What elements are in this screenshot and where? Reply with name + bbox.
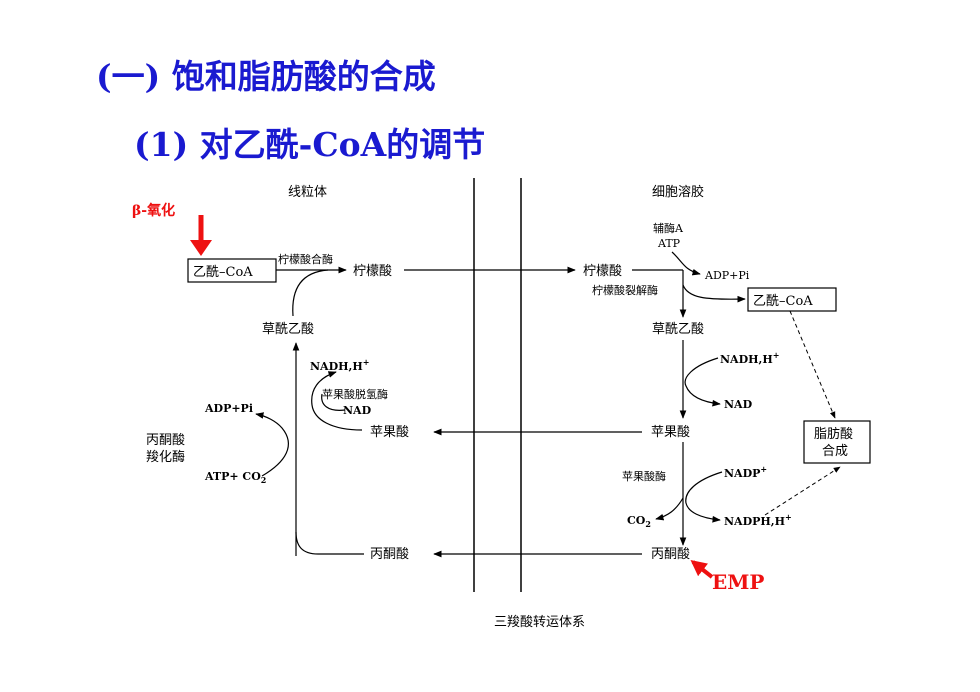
diagram-caption: 三羧酸转运体系 [494, 614, 585, 630]
citrate-left: 柠檬酸 [353, 264, 392, 279]
beta-oxidation-arrowhead [190, 240, 212, 256]
emp-arrow [690, 560, 714, 579]
beta-oxidation-label: β-氧化 [132, 202, 175, 219]
citrate-right: 柠檬酸 [583, 264, 622, 279]
malate-dehydrogenase-label: 苹果酸脱氢酶 [322, 387, 388, 401]
atp-to-adp-curve [671, 251, 701, 276]
co2-release-curve [655, 497, 684, 521]
fatty-acid-synthesis-line1: 脂肪酸 [814, 426, 853, 442]
adp-pi-left: ADP+Pi [204, 402, 253, 415]
coenzyme-a-label: 辅酶A [653, 221, 684, 235]
oxaloacetate-to-citrate-curve [292, 269, 329, 317]
lyase-to-acetyl-coa-curve [682, 284, 746, 303]
slide-subtitle: (1) 对乙酰-CoA的调节 [134, 125, 486, 164]
malate-left: 苹果酸 [370, 425, 409, 440]
citrate-lyase-label: 柠檬酸裂解酶 [592, 283, 658, 297]
oxaloacetate-right: 草酰乙酸 [652, 322, 704, 337]
pyruvate-right: 丙酮酸 [651, 547, 690, 562]
oxaloacetate-left: 草酰乙酸 [262, 322, 314, 337]
atp-co2-left: ATP+ CO2 [204, 470, 266, 485]
fatty-acid-synthesis-box [803, 420, 871, 464]
acetyl-coa-left: 乙酰–CoA [193, 265, 253, 280]
pyruvate-carboxylase-line2: 羧化酶 [146, 449, 185, 465]
pyruvate-to-carboxylase-curve [295, 531, 364, 555]
malic-enzyme-label: 苹果酸酶 [622, 469, 666, 483]
malate-dehydrogenase-curve [311, 371, 363, 431]
co2-label: CO2 [627, 514, 651, 529]
cytosol-label: 细胞溶胶 [652, 184, 704, 200]
acetyl-coa-right: 乙酰–CoA [753, 294, 813, 309]
malate-right: 苹果酸 [651, 425, 690, 440]
pyruvate-left: 丙酮酸 [370, 547, 409, 562]
emp-label: EMP [712, 570, 764, 594]
nadh-h-left: NADH,H+ [310, 357, 369, 373]
slide-title: (一) 饱和脂肪酸的合成 [96, 57, 436, 96]
acetyl-to-fatty-acid-dashed [789, 310, 836, 419]
mitochondria-label: 线粒体 [288, 185, 327, 200]
pyruvate-carboxylase-line1: 丙酮酸 [146, 433, 185, 448]
nadh-h-right: NADH,H+ [720, 350, 779, 366]
nadh-to-nad-right-curve [684, 357, 721, 407]
atp-label: ATP [657, 237, 681, 250]
nadph-h-label: NADPH,H+ [724, 512, 792, 528]
fatty-acid-synthesis-line2: 合成 [822, 444, 848, 459]
acetyl-coa-right-box [747, 287, 837, 312]
nad-left: NAD [343, 404, 372, 417]
atp-to-adp-left-curve [255, 412, 289, 477]
nadph-to-fatty-acid-dashed [764, 466, 841, 516]
nadp-to-nadph-curve [685, 471, 723, 523]
adp-pi-right: ADP+Pi [704, 269, 750, 282]
nad-right: NAD [724, 398, 753, 411]
nad-to-nadh-left-curve [321, 393, 346, 411]
nadp-label: NADP+ [724, 464, 767, 480]
citrate-synthase-label: 柠檬酸合酶 [278, 252, 333, 266]
